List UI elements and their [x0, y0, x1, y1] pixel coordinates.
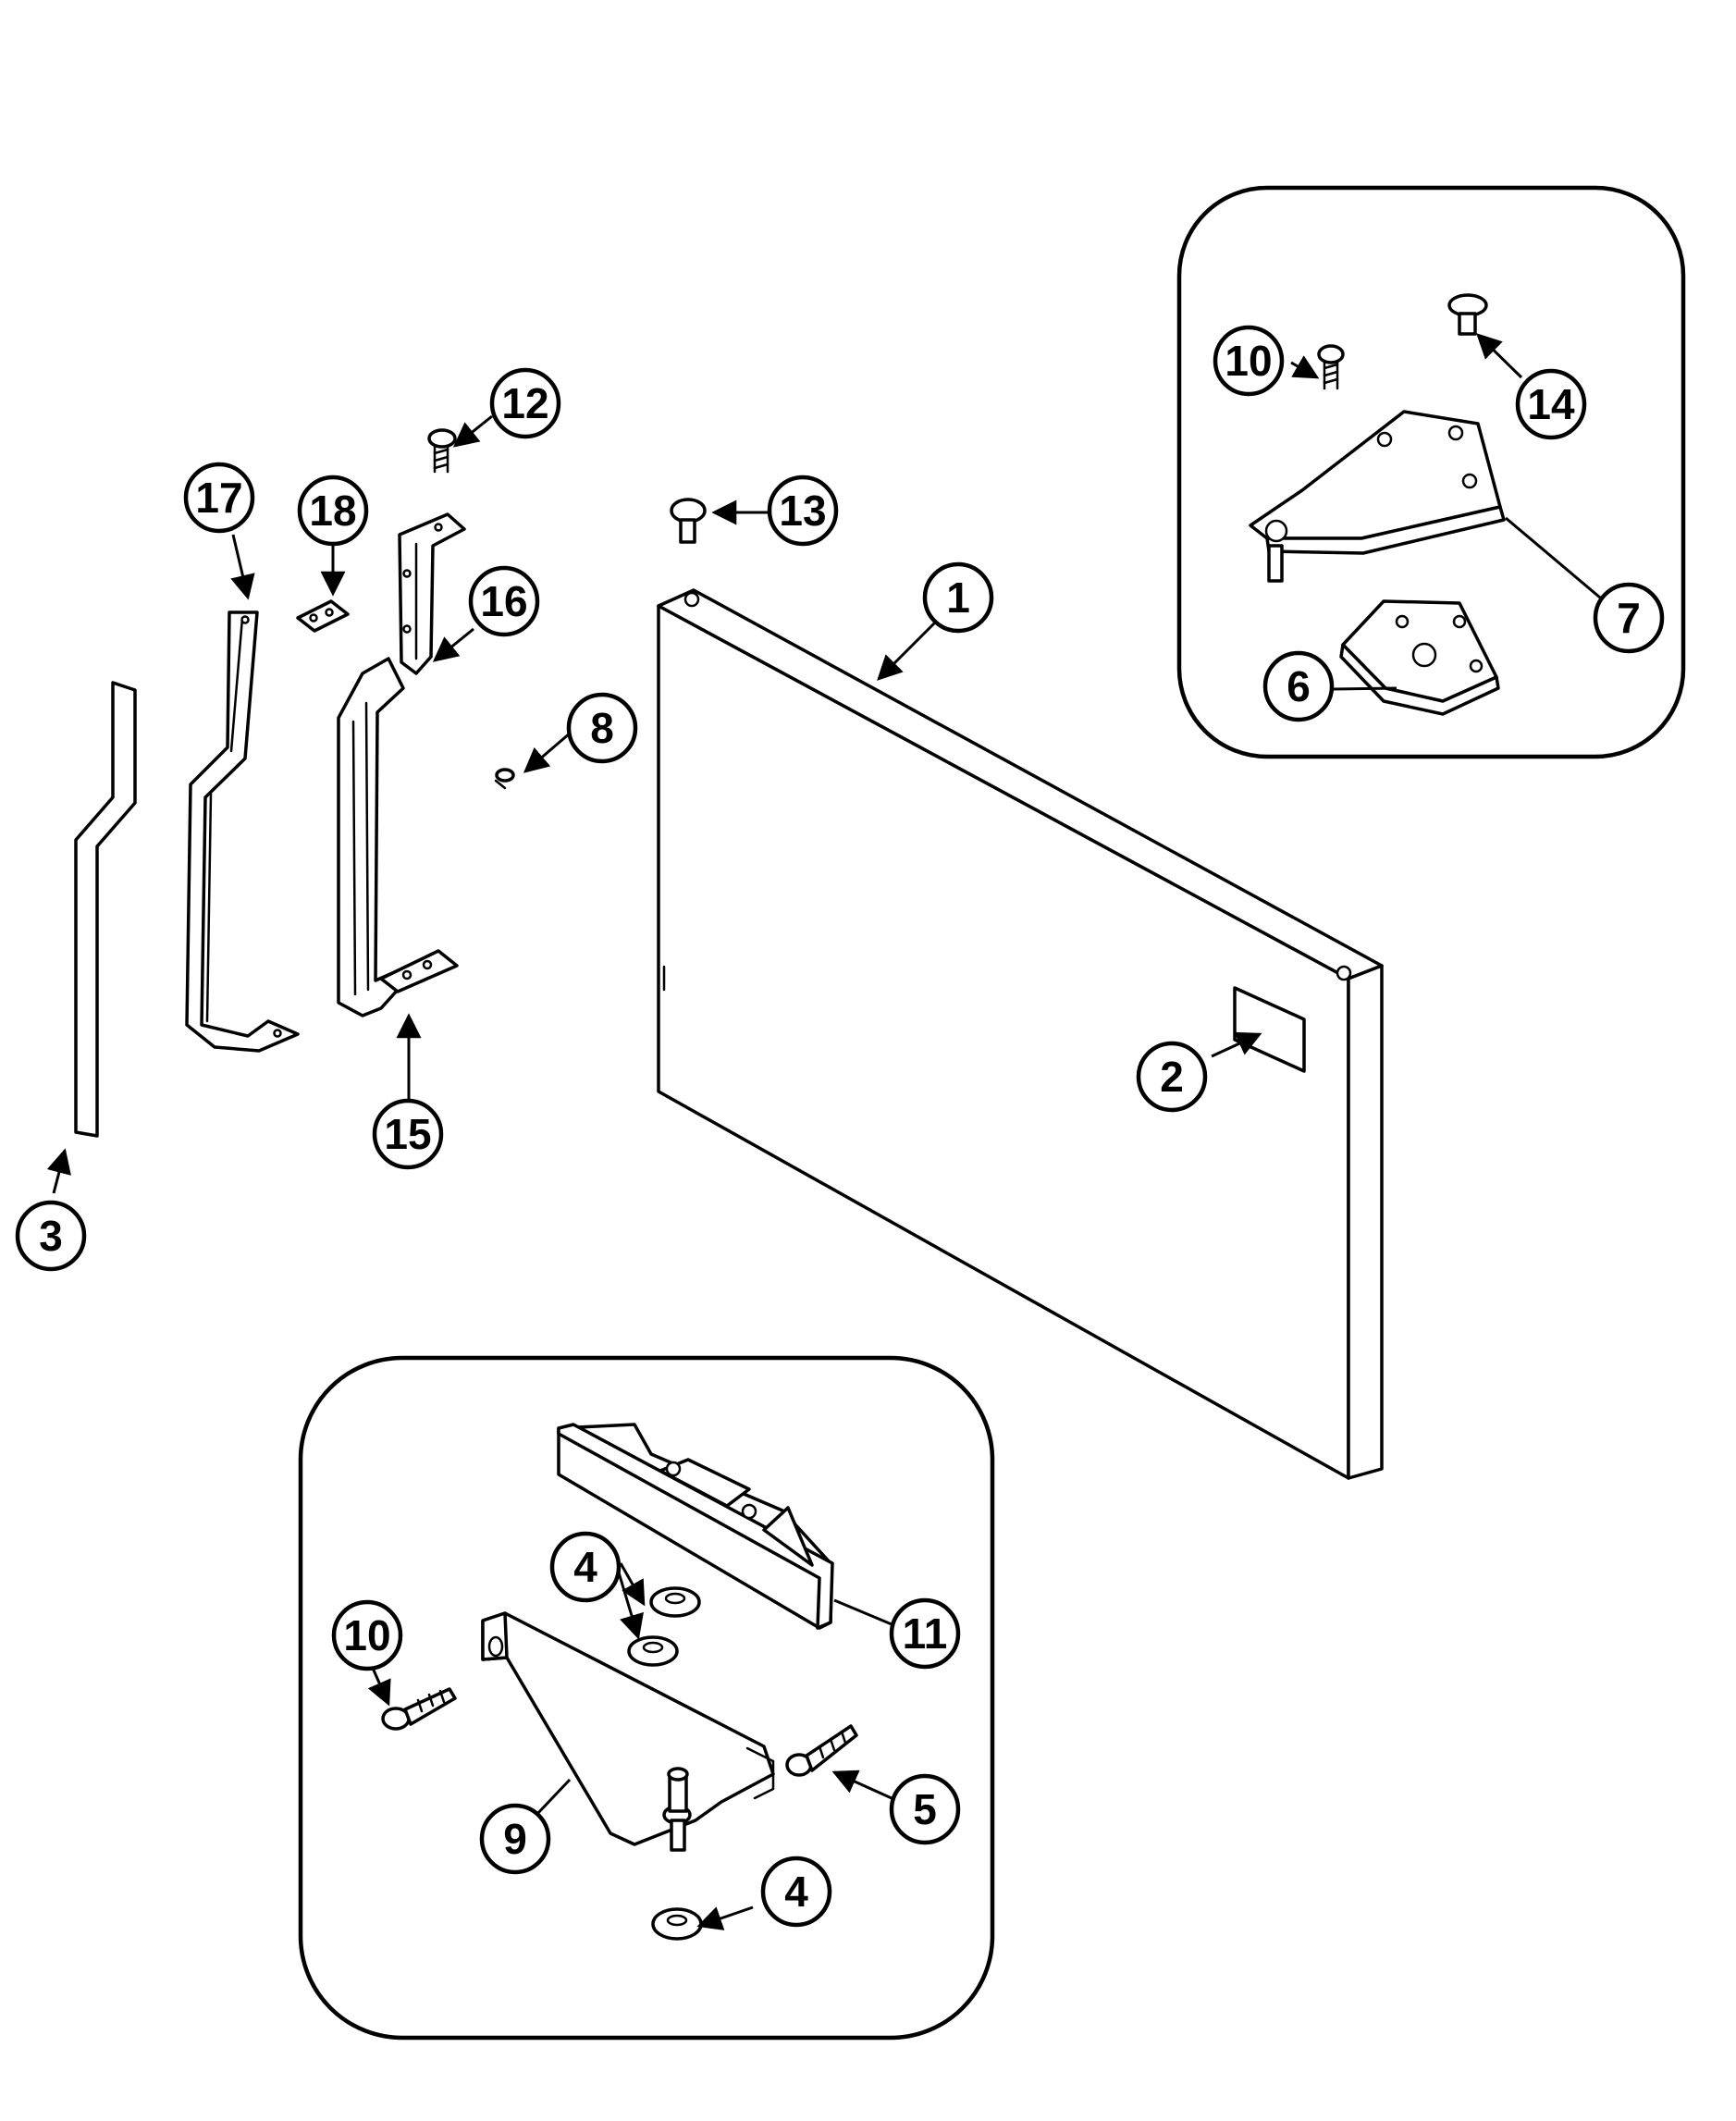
callout-14: 14 — [1515, 368, 1587, 440]
screw-10-upper — [1317, 344, 1345, 390]
callout-label: 5 — [913, 1785, 937, 1833]
washers-4 — [627, 1586, 701, 1667]
callout-5: 5 — [889, 1773, 961, 1845]
callout-9: 9 — [479, 1803, 551, 1875]
callout-18: 18 — [297, 475, 369, 547]
screw-10-lower — [381, 1687, 457, 1731]
lower-hinge-bracket — [481, 1611, 775, 1852]
callout-17: 17 — [183, 462, 255, 534]
door-panel — [657, 588, 1384, 1480]
callout-6: 6 — [1262, 650, 1335, 722]
callout-label: 17 — [195, 474, 242, 522]
washer-4-bottom — [651, 1907, 703, 1941]
callout-label: 18 — [309, 487, 356, 535]
door-label — [1233, 986, 1306, 1073]
callout-16: 16 — [468, 565, 540, 637]
callout-label: 12 — [501, 379, 548, 427]
callout-10-upper: 10 — [1213, 325, 1285, 397]
callout-label: 3 — [39, 1212, 63, 1260]
callout-label: 13 — [779, 487, 826, 535]
callout-label: 4 — [784, 1868, 808, 1916]
callout-label: 9 — [503, 1815, 527, 1863]
callout-1: 1 — [922, 561, 994, 634]
screw-8 — [494, 768, 515, 790]
callout-label: 4 — [573, 1543, 597, 1591]
callout-label: 10 — [343, 1611, 390, 1659]
callout-7: 7 — [1593, 582, 1665, 654]
callout-4-lower: 4 — [760, 1856, 832, 1928]
leader-lines — [46, 333, 1601, 1930]
callout-label: 7 — [1617, 594, 1641, 642]
callout-label: 10 — [1225, 337, 1272, 385]
long-bracket — [185, 610, 300, 1053]
callout-label: 16 — [480, 577, 527, 625]
screw-5 — [785, 1724, 858, 1777]
gasket-strip — [74, 681, 137, 1138]
plug-14 — [1447, 293, 1488, 336]
l-bracket — [398, 512, 466, 675]
callout-label: 1 — [946, 573, 970, 622]
callout-2: 2 — [1136, 1041, 1208, 1113]
upper-hinge — [1249, 410, 1506, 583]
callout-label: 8 — [590, 704, 614, 752]
callout-label: 6 — [1287, 662, 1311, 710]
hinge-shim-6 — [1339, 599, 1500, 716]
callout-label: 14 — [1527, 380, 1575, 428]
callout-4-upper: 4 — [549, 1531, 622, 1603]
upper-hinge-inset-frame — [1176, 185, 1686, 759]
callout-13: 13 — [767, 475, 839, 547]
lower-hinge-inset-frame — [298, 1355, 995, 2041]
small-plate — [296, 599, 350, 633]
screw-12 — [427, 428, 457, 474]
callout-10-lower: 10 — [331, 1599, 403, 1671]
callout-label: 2 — [1160, 1053, 1184, 1101]
callout-label: 15 — [384, 1110, 431, 1158]
callout-15: 15 — [372, 1098, 444, 1170]
callout-label: 11 — [903, 1609, 948, 1658]
callout-12: 12 — [489, 367, 561, 439]
door-pin-13 — [670, 498, 707, 544]
channel-bracket — [337, 657, 459, 1017]
door-stop-11 — [557, 1423, 834, 1630]
callout-8: 8 — [566, 692, 638, 764]
callout-11: 11 — [889, 1597, 961, 1670]
callout-3: 3 — [15, 1200, 87, 1272]
